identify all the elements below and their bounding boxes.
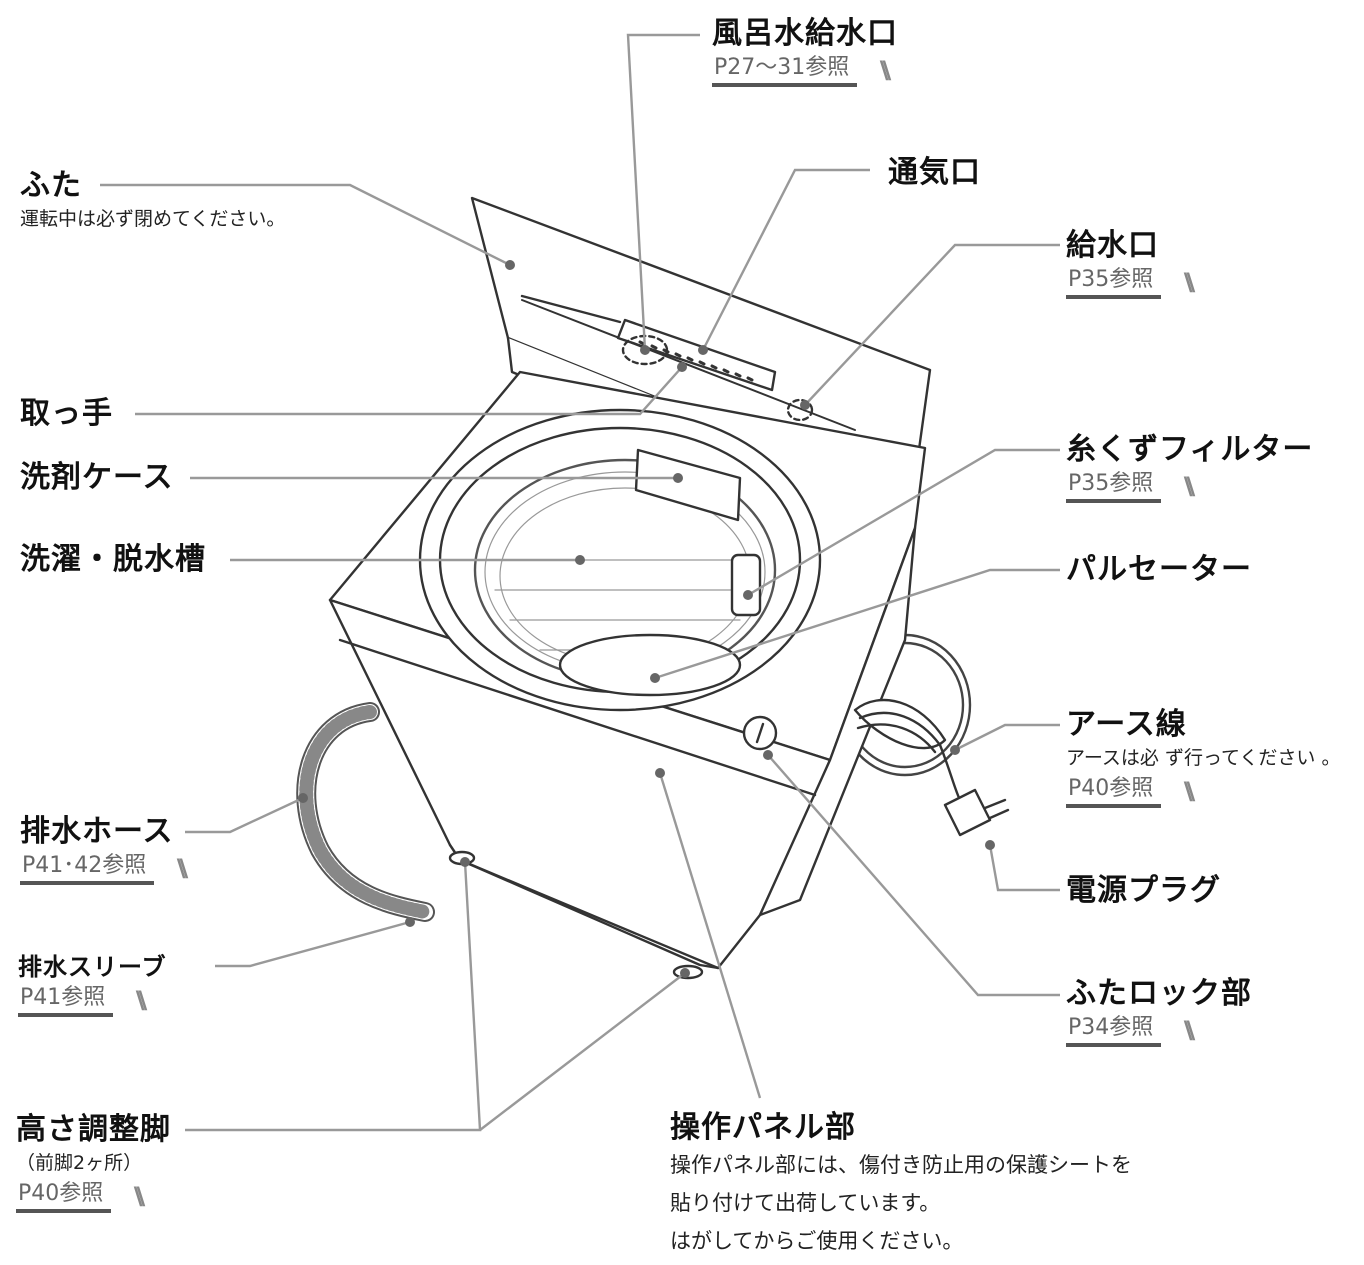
- leader-ashi2: [479, 972, 686, 1131]
- label-note: 操作パネル部には、傷付き防止用の保護シートを: [670, 1153, 1132, 1177]
- cord-bundle: [853, 698, 947, 750]
- cabinet-side: [758, 526, 917, 917]
- label-name: 給水口: [1066, 228, 1159, 263]
- slash-icon: \\: [135, 986, 147, 1014]
- label-name: ふた: [20, 168, 82, 203]
- leader-earth: [954, 723, 1060, 752]
- leader-ito: [747, 448, 1060, 597]
- label-drain-hose: 排水ホース P41･42参照\\: [20, 814, 188, 885]
- slash-icon: \\: [1183, 777, 1195, 805]
- label-water-inlet: 給水口 P35参照\\: [1066, 228, 1195, 299]
- label-name: 電源プラグ: [1066, 873, 1221, 908]
- label-control-panel: 操作パネル部 操作パネル部には、傷付き防止用の保護シートを 貼り付けて出荷してい…: [670, 1110, 1132, 1260]
- label-bath-water-inlet: 風呂水給水口 P27〜31参照\\: [712, 16, 898, 87]
- vent-rail: [616, 318, 777, 392]
- slash-icon: \\: [1183, 1016, 1195, 1044]
- label-wash-tub: 洗濯・脱水槽: [20, 542, 206, 578]
- leader-kyusui: [804, 243, 1060, 406]
- label-detergent-case: 洗剤ケース: [20, 460, 174, 496]
- label-adjustable-feet: 高さ調整脚 （前脚2ヶ所） P40参照\\: [16, 1112, 171, 1213]
- label-name: アース線: [1066, 707, 1187, 742]
- leader-lock: [767, 754, 1060, 997]
- label-name: 取っ手: [20, 396, 113, 431]
- label-name: ふたロック部: [1066, 976, 1252, 1011]
- leader-haisui: [185, 796, 304, 834]
- label-name: 高さ調整脚: [16, 1112, 171, 1147]
- power-plug: [943, 788, 992, 837]
- page-ref: P41･42参照\\: [20, 853, 188, 885]
- label-name: 風呂水給水口: [712, 16, 898, 51]
- lint-filter: [730, 553, 762, 617]
- slash-icon: \\: [176, 854, 188, 882]
- label-note: （前脚2ヶ所）: [16, 1152, 143, 1174]
- leader-tsuki: [701, 168, 870, 351]
- leader-plug: [988, 844, 1060, 892]
- leader-futa: [100, 183, 511, 267]
- slash-icon: \\: [879, 56, 891, 84]
- leader-panel: [658, 772, 762, 1099]
- label-name: 排水スリーブ: [18, 953, 167, 981]
- label-power-plug: 電源プラグ: [1066, 873, 1221, 909]
- label-vent: 通気口: [888, 155, 981, 191]
- label-name: パルセーター: [1066, 552, 1252, 587]
- label-note: 運転中は必ず閉めてください。: [20, 208, 286, 230]
- label-name: 通気口: [888, 155, 981, 190]
- page-ref: P40参照\\: [1066, 776, 1195, 808]
- label-name: 操作パネル部: [670, 1110, 856, 1145]
- label-lid: ふた 運転中は必ず閉めてください。: [20, 168, 285, 234]
- label-pulsator: パルセーター: [1066, 552, 1252, 588]
- page-ref: P40参照\\: [16, 1181, 145, 1213]
- page-ref: P34参照\\: [1066, 1015, 1195, 1047]
- leader-furo: [626, 33, 700, 351]
- leader-pulsator: [654, 568, 1060, 680]
- page-ref: P27〜31参照\\: [712, 55, 891, 87]
- label-note: はがしてからご使用ください。: [670, 1229, 964, 1253]
- leader-ashi: [185, 861, 482, 1132]
- label-earth-wire: アース線 アースは必 ず行ってください 。 P40参照\\: [1066, 707, 1341, 808]
- detergent-case: [634, 448, 742, 522]
- label-name: 洗濯・脱水槽: [20, 542, 206, 577]
- inlet-circle: [786, 398, 814, 422]
- slash-icon: \\: [1183, 268, 1195, 296]
- label-handle: 取っ手: [20, 396, 113, 432]
- slash-icon: \\: [1183, 472, 1195, 500]
- page-ref: P35参照\\: [1066, 267, 1195, 299]
- label-name: 洗剤ケース: [20, 460, 174, 495]
- page-ref: P41参照\\: [18, 985, 147, 1017]
- label-drain-sleeve: 排水スリーブ P41参照\\: [18, 952, 167, 1017]
- label-lid-lock: ふたロック部 P34参照\\: [1066, 976, 1252, 1047]
- label-name: 糸くずフィルター: [1066, 432, 1314, 467]
- page-ref: P35参照\\: [1066, 471, 1195, 503]
- label-note: アースは必 ず行ってください 。: [1066, 747, 1341, 769]
- pulsator-plate: [558, 633, 742, 697]
- label-note: 貼り付けて出荷しています。: [670, 1191, 941, 1215]
- label-lint-filter: 糸くずフィルター P35参照\\: [1066, 432, 1314, 503]
- leader-sleeve: [215, 920, 411, 968]
- label-name: 排水ホース: [20, 814, 174, 849]
- slash-icon: \\: [133, 1182, 145, 1210]
- leader-totte: [135, 366, 683, 416]
